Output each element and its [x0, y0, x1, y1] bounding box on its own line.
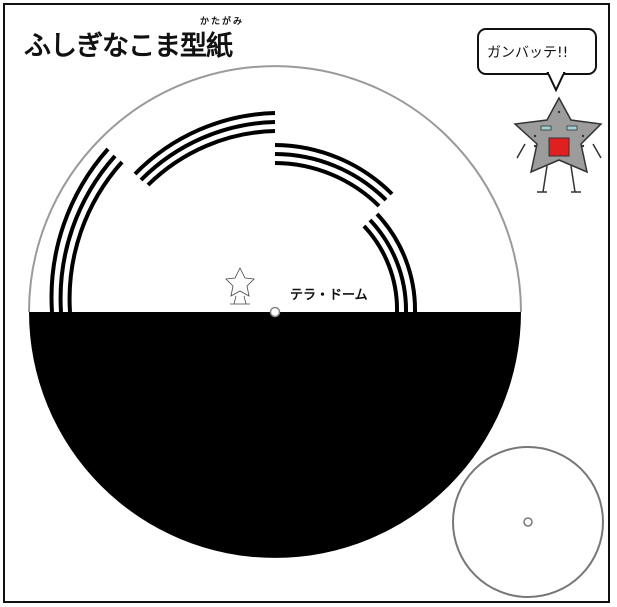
title-ruby: かたがみ — [200, 17, 245, 27]
page-title: ふしぎなこま型紙 — [24, 31, 233, 62]
arc-group-top-right — [274, 143, 394, 208]
disc-upper-outline — [28, 65, 522, 313]
page-frame — [3, 3, 610, 603]
speech-bubble-text: ガンバッテ!! — [487, 45, 569, 61]
disc-label: テラ・ドーム — [290, 288, 368, 303]
arc-group-right — [362, 212, 418, 313]
speech-bubble-shape — [477, 28, 597, 93]
robot-star-mascot-icon — [513, 96, 603, 193]
center-hole — [269, 306, 281, 318]
disc-lower-black-half — [29, 312, 521, 558]
arc-pattern — [49, 111, 418, 313]
small-star-mascot-icon — [225, 267, 255, 305]
speech-bubble: ガンバッテ!! — [477, 28, 597, 74]
arc-group-left — [49, 147, 124, 313]
small-disc-center-hole — [523, 517, 533, 527]
arc-group-top-left — [133, 111, 276, 187]
